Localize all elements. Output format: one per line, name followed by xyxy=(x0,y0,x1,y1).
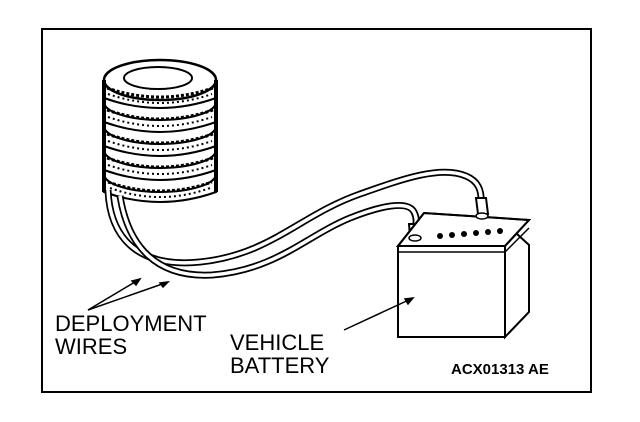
wire-b xyxy=(116,195,420,279)
battery-label-line2: BATTERY xyxy=(230,353,330,378)
deployment-label-line1: DEPLOYMENT xyxy=(55,311,207,336)
figure-code: ACX01313 AE xyxy=(451,361,549,378)
tire-stack xyxy=(102,58,218,203)
vehicle-battery xyxy=(395,211,532,340)
battery-terminal-near xyxy=(408,234,422,242)
battery-terminal-far xyxy=(475,212,489,220)
battery-cell-caps xyxy=(437,228,503,239)
leader-lines xyxy=(87,277,415,331)
tire-top xyxy=(102,58,218,109)
figure-frame xyxy=(41,28,592,393)
deployment-label-line2: WIRES xyxy=(55,334,127,359)
battery-label-line1: VEHICLE xyxy=(230,330,324,355)
